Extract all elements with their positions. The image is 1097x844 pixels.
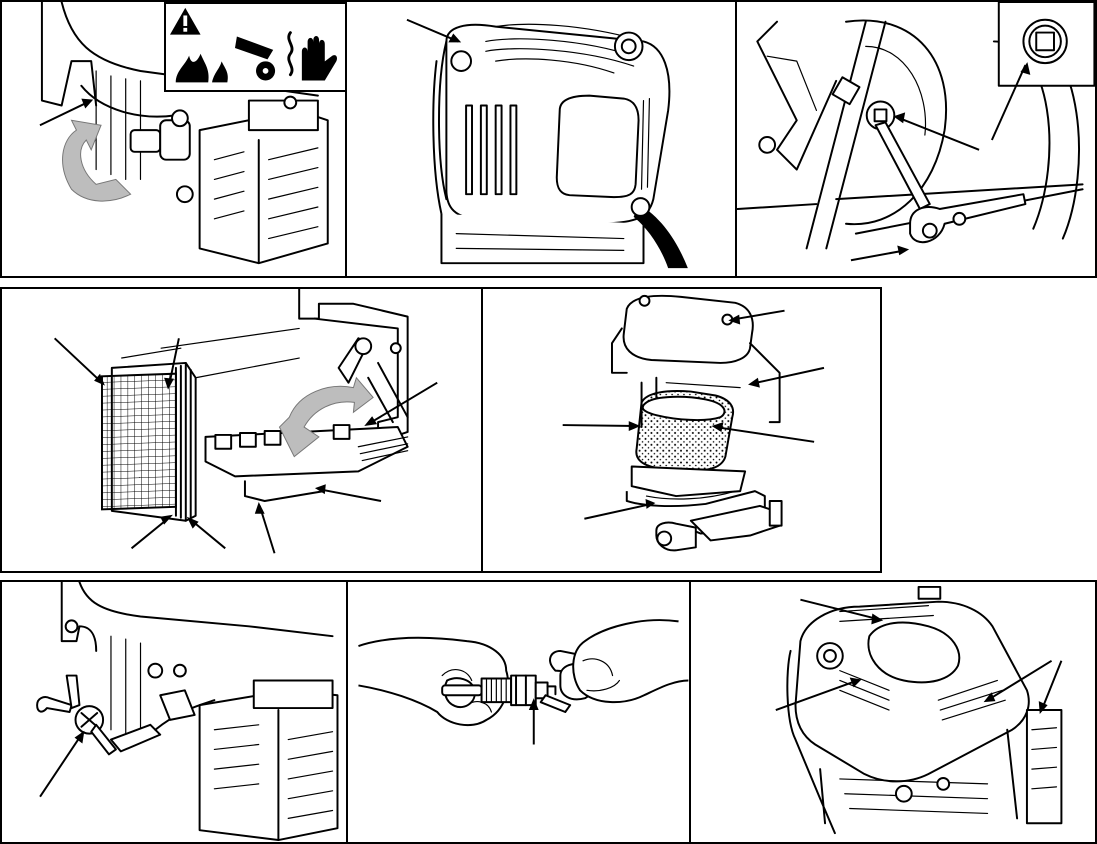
panel-oval-air-filter-foam: [481, 287, 882, 573]
callout-arrow: [563, 425, 637, 426]
flat-air-filter-illustration: [2, 289, 481, 571]
warning-label-graphic: [166, 4, 346, 90]
warning-label: [164, 2, 347, 92]
panel-flat-air-filter-cartridge: [0, 287, 483, 573]
callout-arrow: [55, 338, 102, 382]
callout-arrow: [716, 427, 815, 442]
panel-fuel-shutoff-valve: [0, 580, 348, 844]
warning-triangle-icon: [170, 8, 201, 35]
callout-arrow: [1042, 661, 1062, 710]
callout-arrow: [752, 368, 824, 384]
oil-drain-illustration: [737, 2, 1095, 276]
panel-engine-side-fuel-valve: [0, 0, 347, 278]
callout-arrow: [319, 489, 381, 501]
panel-engine-cooling-fins: [689, 580, 1097, 844]
hot-surface-icon: [289, 33, 337, 81]
panel-engine-cover-shroud: [345, 0, 737, 278]
callout-arrow: [851, 250, 905, 260]
callout-arrow: [40, 101, 91, 126]
callout-arrow: [40, 735, 81, 797]
fuel-valve-illustration: [2, 582, 346, 842]
panel-spark-plug-gap: [346, 580, 691, 844]
callout-arrow: [584, 504, 651, 519]
moving-parts-icon: [235, 36, 275, 80]
fire-icon: [176, 54, 228, 83]
spark-plug-illustration: [348, 582, 689, 842]
oval-air-filter-illustration: [483, 289, 880, 571]
engine-cover-illustration: [347, 2, 735, 276]
cooling-fins-illustration: [691, 582, 1095, 842]
panel-oil-drain-plug-ratchet: [735, 0, 1097, 278]
callout-arrow: [897, 117, 979, 150]
